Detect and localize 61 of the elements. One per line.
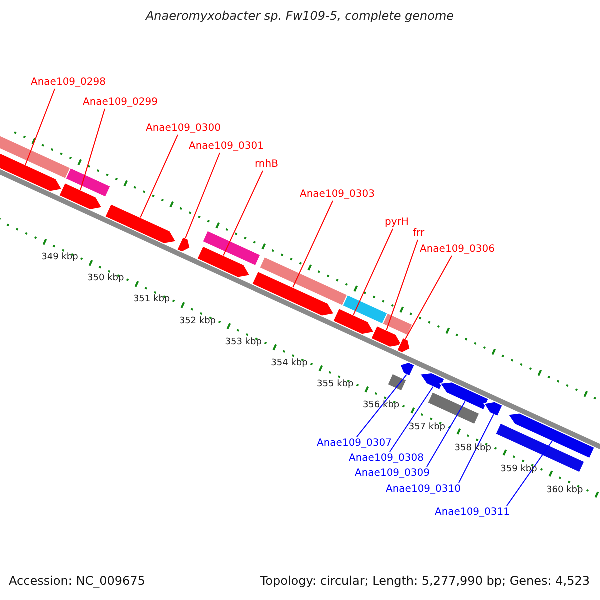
leader-line <box>185 152 220 239</box>
gene-bar <box>495 422 586 474</box>
leader-line <box>390 386 434 452</box>
gene-label: Anae109_0310 <box>386 483 461 496</box>
scale-label: 352 kbp <box>179 315 216 328</box>
leader-line <box>356 374 408 438</box>
gene-block <box>507 412 596 460</box>
gene-label: rnhB <box>255 158 278 171</box>
scale-label: 353 kbp <box>225 336 262 350</box>
scale-label: 354 kbp <box>271 358 308 370</box>
gene-block <box>419 372 446 391</box>
leader-line <box>353 228 394 316</box>
gene-label: Anae109_0307 <box>317 437 392 450</box>
leader-line <box>426 401 466 468</box>
footer-text: Accession: NC_009675 <box>9 575 146 588</box>
scale-label: 360 kbp <box>546 484 584 498</box>
leader-line <box>25 88 56 166</box>
leader-line <box>292 200 334 288</box>
gene-label: Anae109_0303 <box>300 188 375 201</box>
title: Anaeromyxobacter sp. Fw109-5, complete genome <box>144 10 456 23</box>
gene-bar <box>259 256 348 307</box>
gene-block <box>58 182 103 211</box>
leader-line <box>223 170 264 256</box>
gene-block <box>252 270 335 317</box>
gene-block <box>370 325 403 348</box>
scale-label: 349 kbp <box>42 252 78 264</box>
leader-line <box>140 134 178 218</box>
gene-label: Anae109_0298 <box>31 76 106 89</box>
gene-block <box>104 204 177 244</box>
gene-label: Anae109_0301 <box>189 140 264 153</box>
gene-label: pyrH <box>385 216 409 229</box>
gene-block <box>196 246 251 278</box>
gene-label: Anae109_0309 <box>355 467 430 480</box>
gene-label: Anae109_0299 <box>83 96 158 109</box>
gene-bar <box>65 167 112 198</box>
gene-block <box>439 382 490 411</box>
gene-label: Anae109_0300 <box>146 122 221 135</box>
gene-label: Anae109_0308 <box>349 452 424 465</box>
scale-label: 350 kbp <box>88 272 124 286</box>
gene-block <box>332 308 375 336</box>
scale-label: 355 kbp <box>317 378 354 392</box>
scale-label: 356 kbp <box>362 400 400 413</box>
scale-label: 357 kbp <box>408 421 446 434</box>
scale-label: 351 kbp <box>133 294 170 307</box>
leader-line <box>458 414 494 484</box>
footer-text: Topology: circular; Length: 5,277,990 bp; Genes: 4,523 <box>260 575 590 588</box>
leader-line <box>405 256 452 340</box>
gene-block <box>396 337 411 354</box>
leader-line <box>80 108 106 191</box>
gene-bar <box>202 230 262 267</box>
gene-bar <box>382 312 414 336</box>
gene-bar <box>342 294 388 325</box>
gene-block <box>176 236 191 253</box>
gene-label: frr <box>413 227 425 240</box>
leader-line <box>506 440 553 506</box>
gene-label: Anae109_0306 <box>420 243 495 256</box>
gene-block <box>484 401 504 418</box>
gene-bar <box>387 373 408 392</box>
gene-label: Anae109_0311 <box>435 506 510 519</box>
gene-block <box>400 362 416 377</box>
leader-line <box>386 240 418 331</box>
